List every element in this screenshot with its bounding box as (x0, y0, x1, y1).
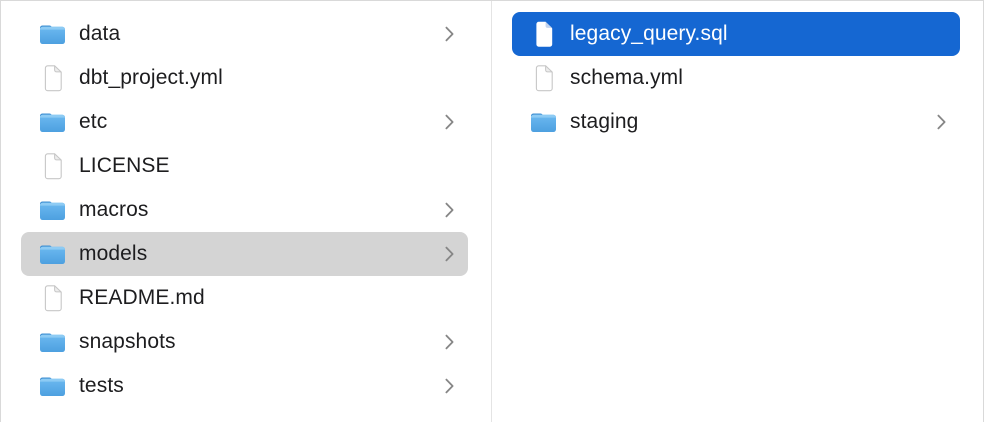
finder-column-current: legacy_query.sql schema.yml staging (492, 1, 983, 422)
folder-row[interactable]: staging (512, 100, 960, 144)
document-icon (530, 20, 557, 48)
chevron-right-icon (443, 25, 455, 43)
folder-row[interactable]: etc (21, 100, 468, 144)
chevron-right-icon (443, 113, 455, 131)
item-name: staging (570, 110, 639, 133)
folder-row[interactable]: models (21, 232, 468, 276)
folder-icon (39, 196, 66, 224)
file-row[interactable]: README.md (21, 276, 468, 320)
file-row[interactable]: schema.yml (512, 56, 960, 100)
document-icon (530, 64, 557, 92)
chevron-right-icon (443, 333, 455, 351)
folder-icon (39, 20, 66, 48)
file-row[interactable]: dbt_project.yml (21, 56, 468, 100)
folder-row[interactable]: macros (21, 188, 468, 232)
item-name: legacy_query.sql (570, 22, 728, 45)
item-name: dbt_project.yml (79, 66, 223, 89)
item-name: schema.yml (570, 66, 684, 89)
folder-row[interactable]: snapshots (21, 320, 468, 364)
folder-icon (39, 372, 66, 400)
item-name: snapshots (79, 330, 176, 353)
item-name: macros (79, 198, 149, 221)
folder-row[interactable]: tests (21, 364, 468, 408)
document-icon (39, 284, 66, 312)
document-icon (39, 152, 66, 180)
file-row[interactable]: legacy_query.sql (512, 12, 960, 56)
folder-icon (39, 240, 66, 268)
chevron-right-icon (935, 113, 947, 131)
item-name: LICENSE (79, 154, 170, 177)
document-icon (39, 64, 66, 92)
folder-icon (530, 108, 557, 136)
item-name: models (79, 242, 148, 265)
folder-icon (39, 328, 66, 356)
item-name: README.md (79, 286, 205, 309)
chevron-right-icon (443, 377, 455, 395)
item-name: tests (79, 374, 124, 397)
chevron-right-icon (443, 201, 455, 219)
item-name: data (79, 22, 121, 45)
folder-icon (39, 108, 66, 136)
chevron-right-icon (443, 245, 455, 263)
item-name: etc (79, 110, 108, 133)
file-row[interactable]: LICENSE (21, 144, 468, 188)
folder-row[interactable]: data (21, 12, 468, 56)
